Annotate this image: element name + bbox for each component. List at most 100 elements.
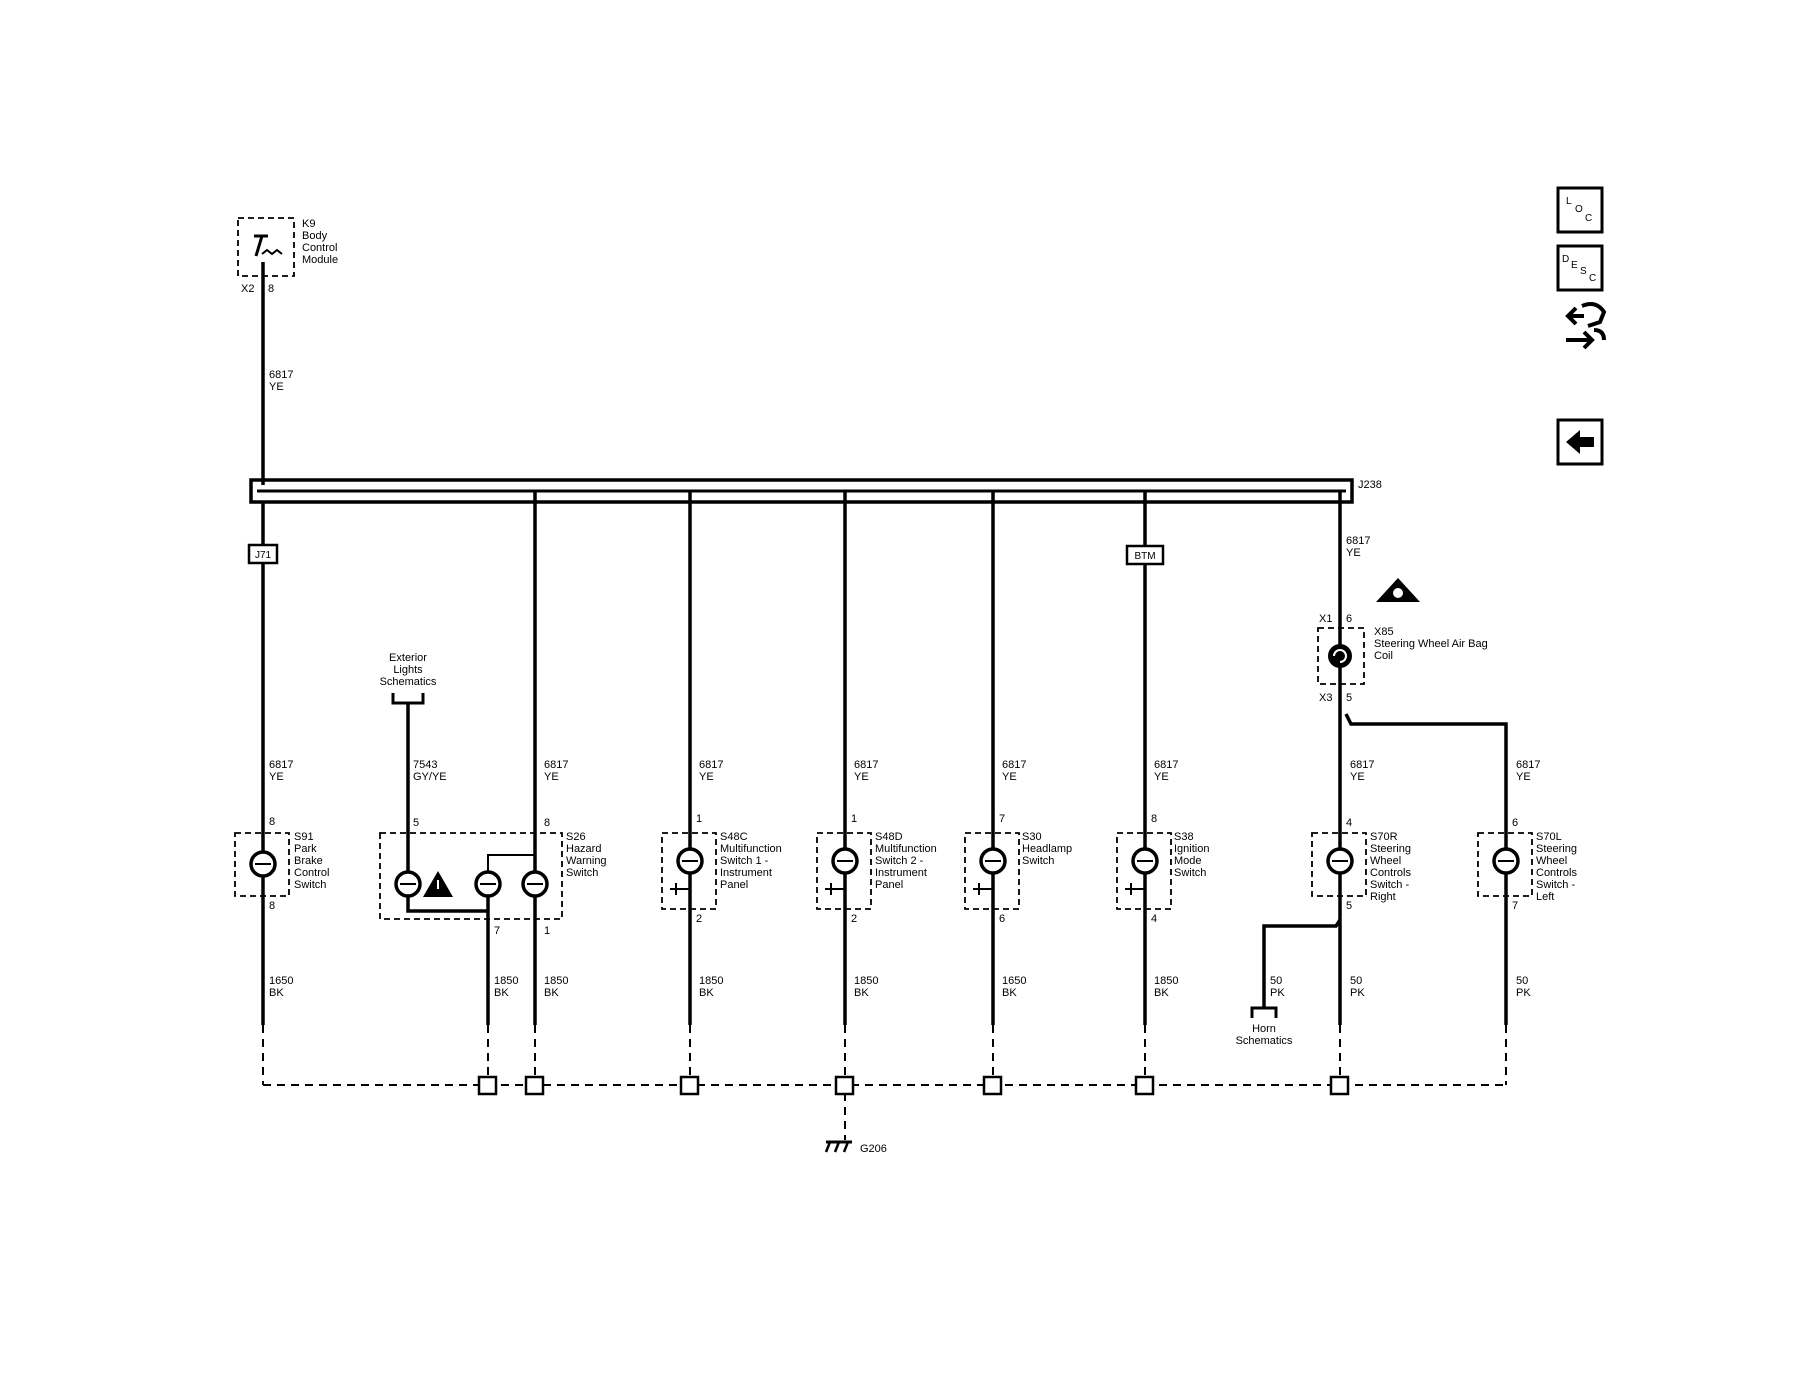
svg-text:S70L: S70L xyxy=(1536,831,1562,843)
svg-text:Mode: Mode xyxy=(1174,855,1202,867)
bcm-module-icon xyxy=(254,234,283,257)
switch-s48c: 1 2 S48C Multifunction Switch 1 - Instru… xyxy=(661,813,782,925)
connector-view-icon[interactable] xyxy=(1565,302,1607,350)
x85-name-line: Steering Wheel Air Bag xyxy=(1374,638,1488,650)
svg-text:7: 7 xyxy=(1512,900,1518,912)
arrow-left-icon xyxy=(1566,430,1594,454)
svg-text:PK: PK xyxy=(1270,987,1285,999)
svg-text:5: 5 xyxy=(1346,900,1352,912)
ground-g206: G206 xyxy=(824,1140,887,1155)
svg-text:Controls: Controls xyxy=(1370,867,1411,879)
svg-text:BK: BK xyxy=(1154,987,1169,999)
exterior-lights-reference: Exterior Lights Schematics xyxy=(380,652,437,705)
svg-text:6: 6 xyxy=(999,913,1005,925)
k9-body-control-module: K9 Body Control Module X2 8 xyxy=(237,217,338,295)
svg-text:S48D: S48D xyxy=(875,831,903,843)
wire-color: YE xyxy=(269,381,284,393)
switch-wire-labels-bottom: 1650 BK 1850 BK 1850 BK 1850 BK 1850 BK … xyxy=(269,975,1531,999)
svg-text:YE: YE xyxy=(1002,771,1017,783)
loc-button[interactable]: L O C xyxy=(1556,186,1604,234)
svg-text:Multifunction: Multifunction xyxy=(720,843,782,855)
svg-text:8: 8 xyxy=(269,900,275,912)
svg-text:Steering: Steering xyxy=(1536,843,1577,855)
svg-text:Switch: Switch xyxy=(1174,867,1206,879)
svg-text:Controls: Controls xyxy=(1536,867,1577,879)
ground-id: G206 xyxy=(860,1143,887,1155)
wire-horn-branch xyxy=(1262,919,1342,1008)
switch-s30: 7 6 S30 Headlamp Switch xyxy=(964,813,1072,925)
splice-id: J238 xyxy=(1358,479,1382,491)
inline-btm-label: BTM xyxy=(1134,551,1155,562)
switch-s38: 8 4 S38 Ignition Mode Switch xyxy=(1116,813,1209,925)
k9-name-line: Module xyxy=(302,254,338,266)
airbag-warning-icon xyxy=(1376,578,1420,602)
svg-text:1650: 1650 xyxy=(269,975,293,987)
svg-text:1: 1 xyxy=(851,813,857,825)
x85-wire-color: YE xyxy=(1346,547,1361,559)
ground-bus xyxy=(262,1025,1507,1140)
svg-text:1850: 1850 xyxy=(854,975,878,987)
svg-text:YE: YE xyxy=(269,771,284,783)
svg-text:S48C: S48C xyxy=(720,831,748,843)
svg-text:6817: 6817 xyxy=(1154,759,1178,771)
exterior-ref-line: Schematics xyxy=(380,676,437,688)
svg-text:Schematics: Schematics xyxy=(1236,1035,1293,1047)
svg-text:Left: Left xyxy=(1536,891,1554,903)
svg-text:BK: BK xyxy=(269,987,284,999)
svg-text:Instrument: Instrument xyxy=(720,867,772,879)
svg-text:Multifunction: Multifunction xyxy=(875,843,937,855)
horn-reference: Horn Schematics xyxy=(1236,1006,1293,1047)
k9-pin: 8 xyxy=(268,283,274,295)
x85-air-bag-coil: X1 6 X85 Steering Wheel Air Bag Coil X3 … xyxy=(1317,578,1488,704)
svg-text:Panel: Panel xyxy=(875,879,903,891)
svg-text:6817: 6817 xyxy=(269,759,293,771)
svg-text:S70R: S70R xyxy=(1370,831,1398,843)
svg-text:YE: YE xyxy=(854,771,869,783)
back-button[interactable] xyxy=(1556,418,1604,466)
svg-text:L: L xyxy=(1566,196,1572,207)
x85-wire-circuit: 6817 xyxy=(1346,535,1370,547)
svg-text:Wheel: Wheel xyxy=(1370,855,1401,867)
svg-text:Ignition: Ignition xyxy=(1174,843,1209,855)
svg-text:PK: PK xyxy=(1350,987,1365,999)
splice-pack-j238: J238 xyxy=(249,478,1382,504)
svg-text:Wheel: Wheel xyxy=(1536,855,1567,867)
svg-text:D: D xyxy=(1562,254,1569,265)
x85-conn-out: X3 xyxy=(1319,692,1332,704)
hazard-feed-circuit: 7543 xyxy=(413,759,437,771)
svg-text:BK: BK xyxy=(544,987,559,999)
svg-text:6817: 6817 xyxy=(1516,759,1540,771)
svg-text:S30: S30 xyxy=(1022,831,1042,843)
k9-id: K9 xyxy=(302,218,315,230)
svg-text:YE: YE xyxy=(1154,771,1169,783)
svg-text:Right: Right xyxy=(1370,891,1396,903)
switch-s26: 8 7 1 S26 Hazard Warning Switch xyxy=(379,817,607,1025)
svg-text:YE: YE xyxy=(1350,771,1365,783)
svg-text:Instrument: Instrument xyxy=(875,867,927,879)
exterior-ref-line: Lights xyxy=(393,664,423,676)
inline-j71-label: J71 xyxy=(255,550,272,561)
svg-text:Horn: Horn xyxy=(1252,1023,1276,1035)
svg-text:BK: BK xyxy=(699,987,714,999)
svg-text:6817: 6817 xyxy=(854,759,878,771)
svg-text:4: 4 xyxy=(1346,817,1352,829)
inline-connector-j71: J71 xyxy=(247,543,279,565)
svg-text:S91: S91 xyxy=(294,831,314,843)
switch-s70l: 6 7 S70L Steering Wheel Controls Switch … xyxy=(1477,817,1577,912)
hazard-feed-pin: 5 xyxy=(413,817,419,829)
desc-button[interactable]: D E S C xyxy=(1556,244,1604,292)
svg-text:2: 2 xyxy=(696,913,702,925)
switch-s70r: 4 5 S70R Steering Wheel Controls Switch … xyxy=(1311,817,1411,912)
svg-text:C: C xyxy=(1589,273,1596,284)
svg-text:Headlamp: Headlamp xyxy=(1022,843,1072,855)
x85-pin-out: 5 xyxy=(1346,692,1352,704)
svg-text:Switch 1 -: Switch 1 - xyxy=(720,855,769,867)
svg-text:7: 7 xyxy=(999,813,1005,825)
svg-text:1850: 1850 xyxy=(544,975,568,987)
k9-name-line: Control xyxy=(302,242,337,254)
hazard-triangle-icon xyxy=(423,871,453,897)
svg-text:6817: 6817 xyxy=(699,759,723,771)
exterior-ref-line: Exterior xyxy=(389,652,427,664)
svg-text:YE: YE xyxy=(544,771,559,783)
